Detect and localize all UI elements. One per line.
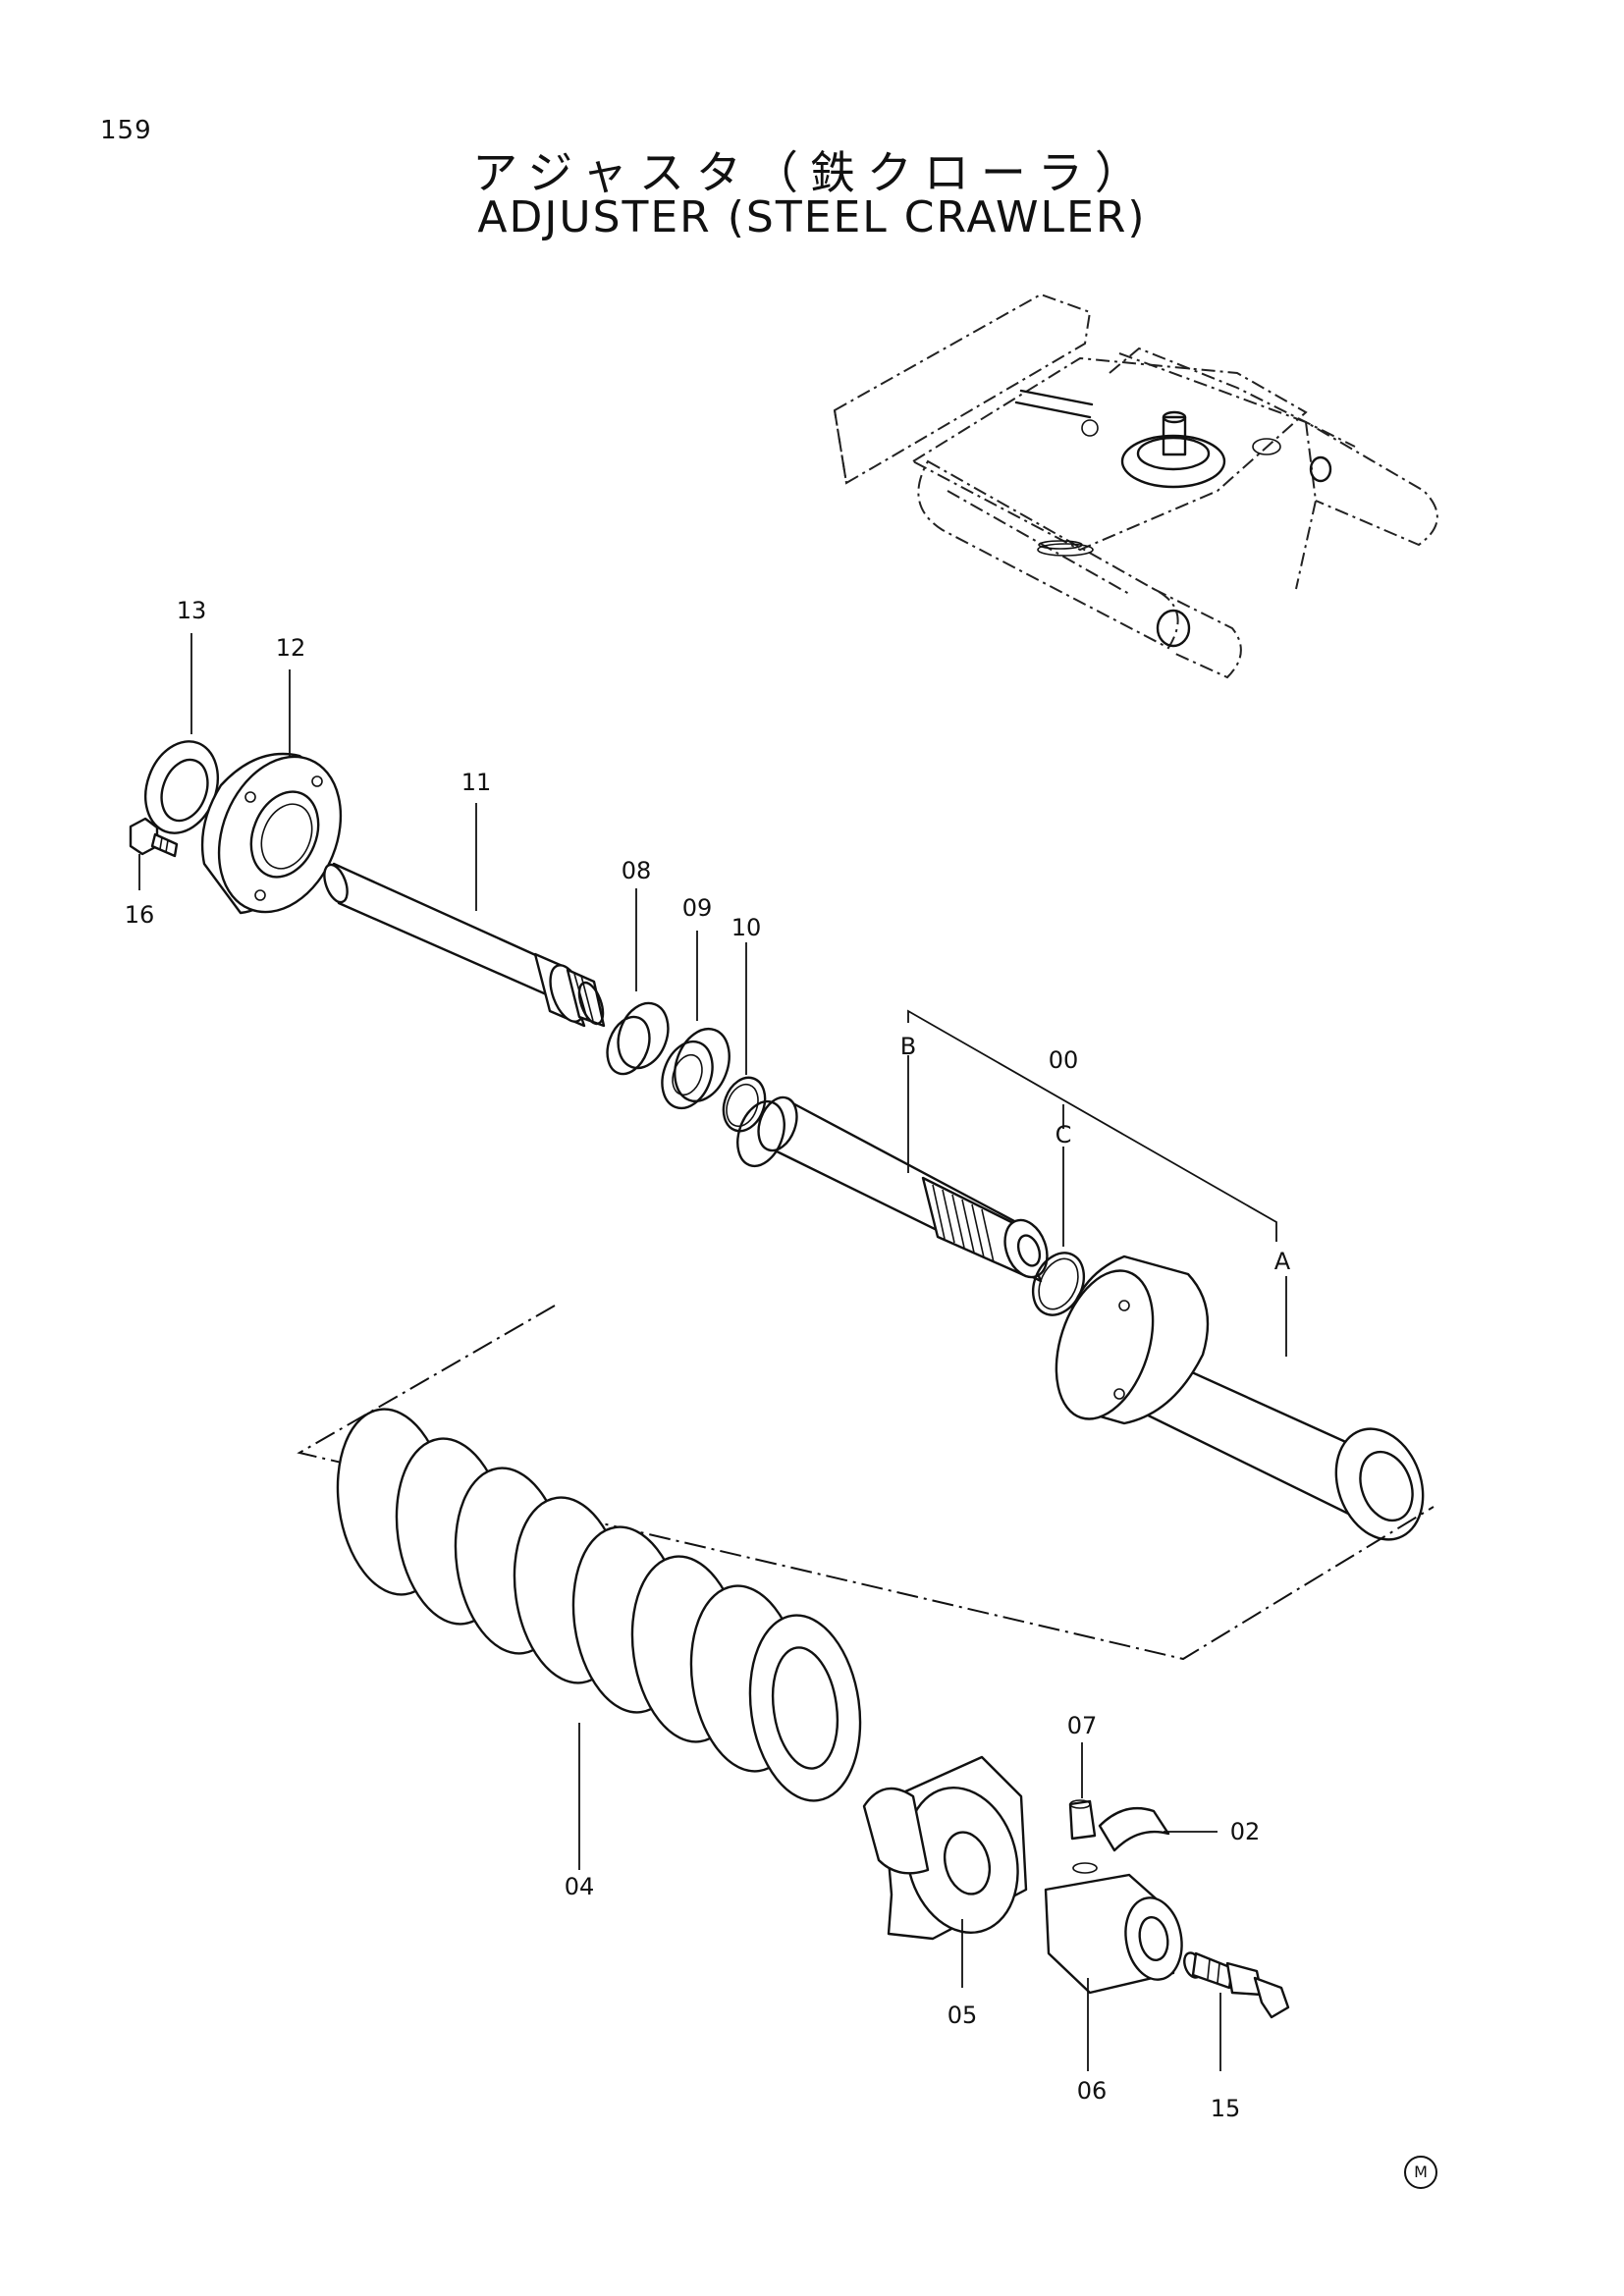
part-15-grease-valve: [1183, 1951, 1290, 2071]
part-04-spring: [336, 1408, 862, 1870]
part-A-cylinder: [1055, 1255, 1425, 1541]
machine-overview-sketch: [833, 293, 1438, 679]
callout-00: 00: [1048, 1046, 1079, 1074]
part-09-bearing: [661, 931, 731, 1110]
assembly-00-bracket-line: [907, 1009, 1277, 1242]
callout-04: 04: [564, 1873, 595, 1900]
part-11-rod: [323, 803, 606, 1028]
callout-11: 11: [460, 769, 492, 796]
part-16-bolt: [129, 817, 179, 890]
part-10-snap-ring: [722, 942, 767, 1133]
part-12-bracket-flange: [200, 669, 343, 915]
callout-15: 15: [1210, 2095, 1241, 2122]
callout-C: C: [1055, 1121, 1072, 1148]
part-13-dust-seal: [144, 633, 219, 834]
callout-10: 10: [731, 914, 762, 941]
part-05-spring-seat: [862, 1755, 1028, 1988]
callout-02: 02: [1229, 1818, 1261, 1845]
callout-06: 06: [1076, 2077, 1108, 2105]
title-english: ADJUSTER (STEEL CRAWLER): [477, 192, 1147, 242]
page-number: 159: [100, 116, 152, 145]
assembly-boundary-dashdot: [297, 1305, 1435, 1661]
callout-09: 09: [681, 894, 713, 922]
part-02-cover: [1098, 1806, 1218, 1852]
part-08-collar: [606, 888, 670, 1076]
part-06-adjuster-body: [1044, 1862, 1183, 2071]
callout-08: 08: [621, 857, 652, 884]
circled-m-mark: M: [1404, 2156, 1437, 2189]
callout-12: 12: [275, 634, 306, 662]
callout-B: B: [899, 1033, 917, 1060]
callout-A: A: [1273, 1248, 1291, 1275]
callout-05: 05: [947, 2002, 978, 2029]
part-07-plug: [1068, 1742, 1097, 1841]
title-japanese: アジャスタ（鉄クローラ）: [472, 146, 1152, 199]
callout-16: 16: [124, 901, 155, 929]
callout-07: 07: [1066, 1712, 1098, 1739]
part-B-piston-rod: [736, 1055, 1049, 1283]
callout-13: 13: [176, 597, 207, 624]
